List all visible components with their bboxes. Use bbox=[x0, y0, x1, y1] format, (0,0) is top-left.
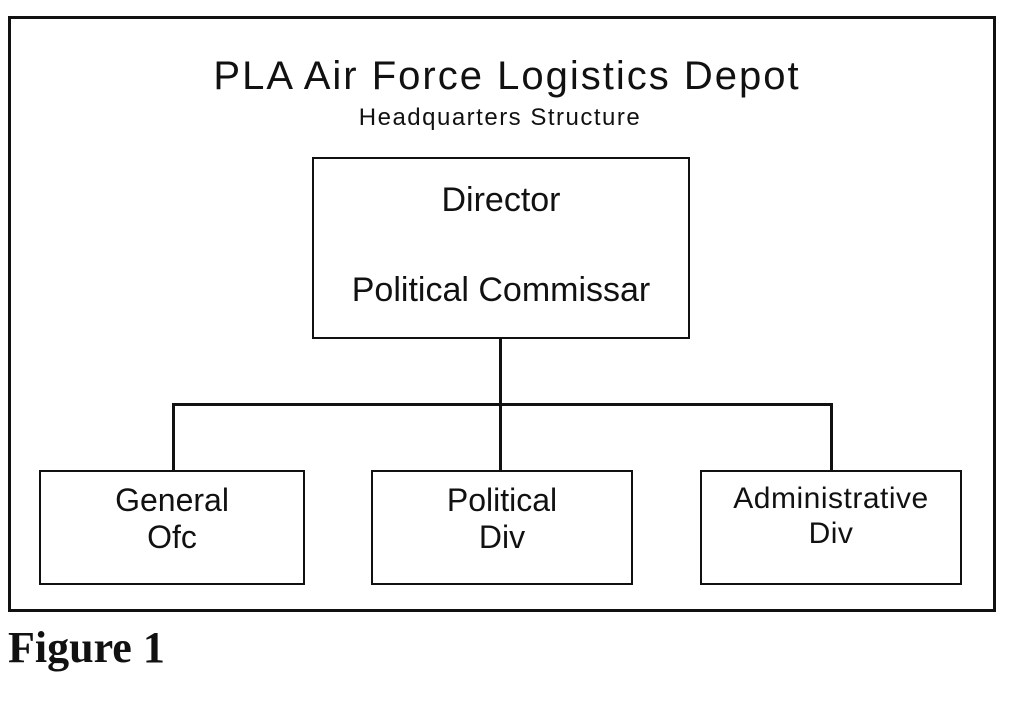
general-ofc-line2: Ofc bbox=[147, 518, 197, 555]
director-label: Director bbox=[441, 181, 561, 219]
political-commissar-label: Political Commissar bbox=[351, 271, 651, 309]
connector-crossbar bbox=[172, 403, 832, 406]
diagram-frame bbox=[8, 16, 996, 612]
general-ofc-line1: General bbox=[115, 482, 229, 518]
connector-drop-administrative-div bbox=[830, 403, 833, 471]
political-div-box: Political Div bbox=[371, 470, 633, 585]
political-div-line1: Political bbox=[446, 482, 558, 518]
connector-drop-general-ofc bbox=[172, 403, 175, 471]
general-ofc-box: General Ofc bbox=[39, 470, 305, 585]
diagram-title: PLA Air Force Logistics Depot bbox=[213, 54, 801, 98]
director-box: Director Political Commissar bbox=[312, 157, 690, 339]
figure-caption: Figure 1 bbox=[8, 623, 165, 672]
diagram-subtitle: Headquarters Structure bbox=[358, 104, 642, 131]
administrative-div-line1: Administrative bbox=[733, 482, 929, 515]
connector-trunk bbox=[499, 339, 502, 404]
administrative-div-line2: Div bbox=[808, 516, 854, 550]
political-div-line2: Div bbox=[478, 518, 526, 555]
administrative-div-box: Administrative Div bbox=[700, 470, 962, 585]
connector-drop-political-div bbox=[499, 403, 502, 471]
